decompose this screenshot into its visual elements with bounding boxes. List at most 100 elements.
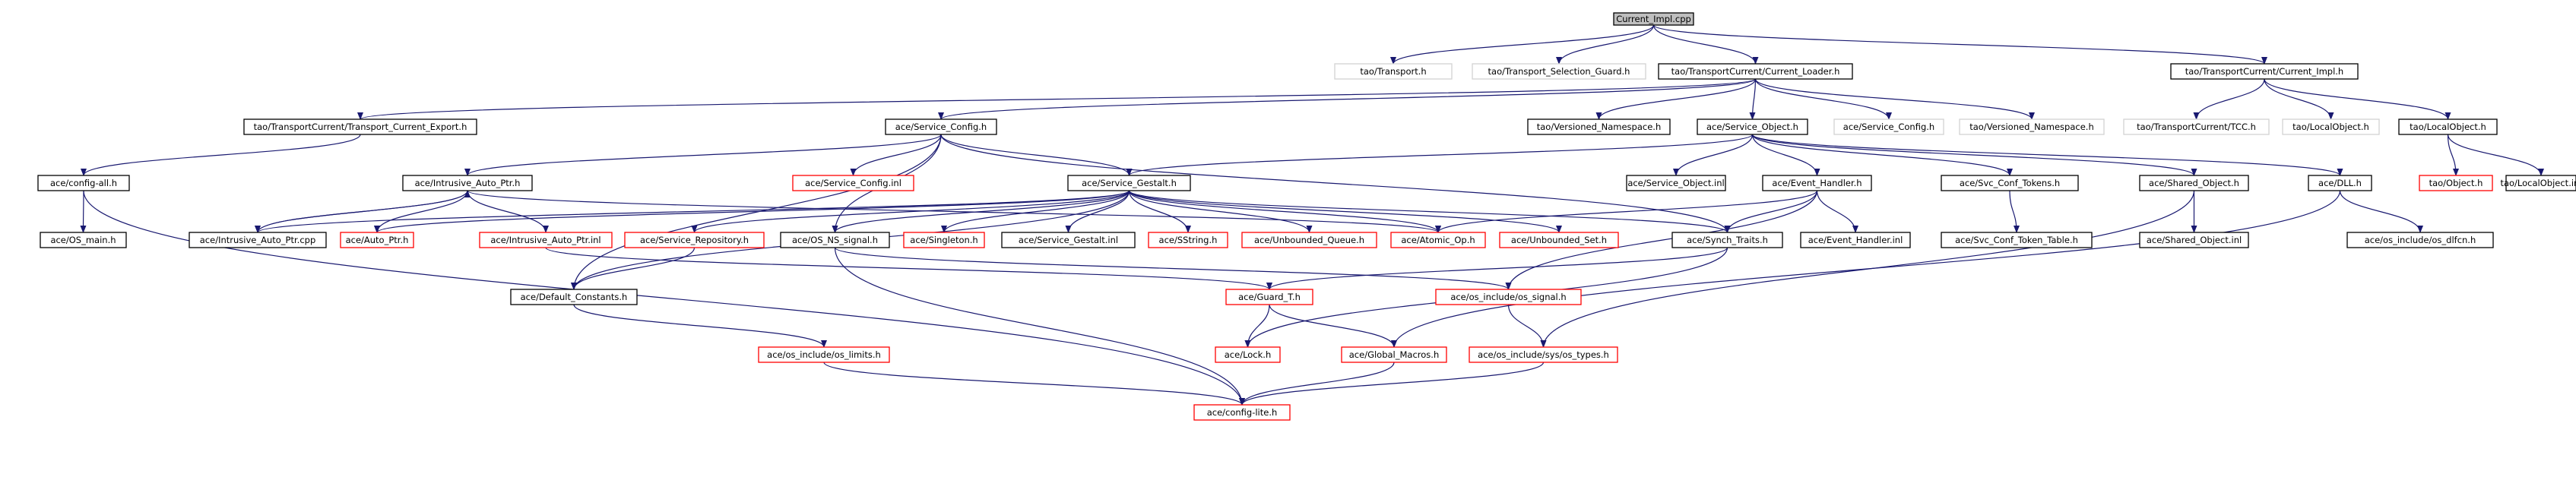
node-label: ace/OS_NS_signal.h xyxy=(792,235,878,245)
edge-n17-to-n32 xyxy=(1065,190,1130,233)
edge-n6-to-n17 xyxy=(940,134,1133,176)
node-box xyxy=(1613,12,1694,26)
node-ace-svc-conf-token-table-h[interactable]: ace/Svc_Conf_Token_Table.h xyxy=(1941,232,2093,248)
edge-n14-to-n49 xyxy=(83,190,1245,406)
edge-n0-to-n1 xyxy=(1390,24,1655,65)
edge-n15-to-n27 xyxy=(374,190,468,233)
node-label: ace/Global_Macros.h xyxy=(1349,349,1440,360)
node-ace-event-handler-h[interactable]: ace/Event_Handler.h xyxy=(1762,175,1872,191)
edge-n8-to-n18 xyxy=(1673,134,1754,176)
node-ace-unbounded-set-h[interactable]: ace/Unbounded_Set.h xyxy=(1499,232,1619,248)
node-label: ace/os_include/os_signal.h xyxy=(1450,292,1566,302)
edge-n6-to-n15 xyxy=(464,134,942,176)
node-label: ace/Intrusive_Auto_Ptr.inl xyxy=(490,235,600,245)
node-box xyxy=(1225,289,1313,305)
node-box xyxy=(1941,175,2079,191)
node-box xyxy=(402,175,533,191)
edge-n20-to-n39 xyxy=(2009,190,2020,233)
node-ace-shared-object-h[interactable]: ace/Shared_Object.h xyxy=(2139,175,2249,191)
node-ace-config-all-h[interactable]: ace/config-all.h xyxy=(37,175,130,191)
node-ace-singleton-h[interactable]: ace/Singleton.h xyxy=(903,232,985,248)
node-ace-service-object-h[interactable]: ace/Service_Object.h xyxy=(1697,118,1808,135)
node-tao-transportcurrent-current-loader-h[interactable]: tao/TransportCurrent/Current_Loader.h xyxy=(1658,63,1853,80)
node-ace-default-constants-h[interactable]: ace/Default_Constants.h xyxy=(510,289,638,305)
node-ace-os-include-os-dlfcn-h[interactable]: ace/os_include/os_dlfcn.h xyxy=(2346,232,2494,248)
node-box xyxy=(1671,232,1783,248)
node-tao-object-h[interactable]: tao/Object.h xyxy=(2419,175,2493,191)
node-ace-sstring-h[interactable]: ace/SString.h xyxy=(1148,232,1228,248)
node-ace-os-ns-signal-h[interactable]: ace/OS_NS_signal.h xyxy=(780,232,890,248)
node-tao-localobject-inl[interactable]: tao/LocalObject.inl xyxy=(2500,175,2576,191)
edge-n4-to-n11 xyxy=(2193,78,2265,120)
node-label: ace/Atomic_Op.h xyxy=(1401,235,1475,245)
edge-n8-to-n17 xyxy=(1126,134,1754,176)
node-ace-global-macros-h[interactable]: ace/Global_Macros.h xyxy=(1341,346,1447,363)
node-label: tao/Object.h xyxy=(2429,178,2483,188)
node-box xyxy=(2282,118,2380,135)
node-label: ace/OS_main.h xyxy=(50,235,116,245)
edge-n8-to-n22 xyxy=(1751,134,2343,176)
edge-n0-to-n3 xyxy=(1652,24,1759,65)
node-label: tao/LocalObject.h xyxy=(2292,122,2369,132)
node-tao-transportcurrent-transport-current-export-h[interactable]: tao/TransportCurrent/Transport_Current_E… xyxy=(243,118,477,135)
edge-n17-to-n27 xyxy=(374,190,1130,233)
edge-n3-to-n10 xyxy=(1754,78,2035,120)
node-ace-service-gestalt-inl[interactable]: ace/Service_Gestalt.inl xyxy=(1001,232,1136,248)
node-ace-unbounded-queue-h[interactable]: ace/Unbounded_Queue.h xyxy=(1241,232,1377,248)
node-ace-shared-object-inl[interactable]: ace/Shared_Object.inl xyxy=(2139,232,2249,248)
node-label: Current_Impl.cpp xyxy=(1616,14,1691,24)
node-ace-dll-h[interactable]: ace/DLL.h xyxy=(2308,175,2372,191)
node-box xyxy=(2170,63,2359,80)
node-ace-os-main-h[interactable]: ace/OS_main.h xyxy=(40,232,127,248)
node-ace-config-lite-h[interactable]: ace/config-lite.h xyxy=(1193,404,1291,421)
node-box xyxy=(1001,232,1136,248)
node-ace-lock-h[interactable]: ace/Lock.h xyxy=(1215,346,1281,363)
node-ace-service-config-h[interactable]: ace/Service_Config.h xyxy=(885,118,997,135)
node-ace-service-repository-h[interactable]: ace/Service_Repository.h xyxy=(624,232,765,248)
node-ace-intrusive-auto-ptr-cpp[interactable]: ace/Intrusive_Auto_Ptr.cpp xyxy=(189,232,327,248)
node-ace-synch-traits-h[interactable]: ace/Synch_Traits.h xyxy=(1671,232,1783,248)
node-ace-auto-ptr-h[interactable]: ace/Auto_Ptr.h xyxy=(340,232,414,248)
node-box xyxy=(1193,404,1291,421)
node-ace-intrusive-auto-ptr-h[interactable]: ace/Intrusive_Auto_Ptr.h xyxy=(402,175,533,191)
edge-n17-to-n37 xyxy=(1128,190,1731,233)
node-box xyxy=(1241,232,1377,248)
edge-n19-to-n44 xyxy=(1505,190,1818,290)
node-tao-localobject-h[interactable]: tao/LocalObject.h xyxy=(2398,118,2498,135)
node-label: ace/Event_Handler.h xyxy=(1772,178,1862,188)
node-ace-os-include-os-signal-h[interactable]: ace/os_include/os_signal.h xyxy=(1435,289,1582,305)
node-ace-guard-t-h[interactable]: ace/Guard_T.h xyxy=(1225,289,1313,305)
node-ace-svc-conf-tokens-h[interactable]: ace/Svc_Conf_Tokens.h xyxy=(1941,175,2079,191)
edge-n44-to-n48 xyxy=(1507,304,1547,348)
edges-layer xyxy=(80,24,2544,406)
edge-n4-to-n13 xyxy=(2264,78,2451,120)
edge-n22-to-n41 xyxy=(2339,190,2423,233)
node-box xyxy=(40,232,127,248)
node-box xyxy=(479,232,613,248)
node-ace-intrusive-auto-ptr-inl[interactable]: ace/Intrusive_Auto_Ptr.inl xyxy=(479,232,613,248)
node-label: tao/TransportCurrent/TCC.h xyxy=(2137,122,2256,132)
node-label: ace/Svc_Conf_Token_Table.h xyxy=(1955,235,2078,245)
node-current-impl-cpp[interactable]: Current_Impl.cpp xyxy=(1613,12,1694,26)
node-box xyxy=(1527,118,1671,135)
node-ace-os-include-sys-os-types-h[interactable]: ace/os_include/sys/os_types.h xyxy=(1469,346,1618,363)
node-label: tao/LocalObject.inl xyxy=(2500,178,2576,188)
node-ace-service-object-inl[interactable]: ace/Service_Object.inl xyxy=(1626,175,1726,191)
node-box xyxy=(1499,232,1619,248)
node-ace-service-config-h: ace/Service_Config.h xyxy=(1833,118,1944,135)
node-label: ace/Event_Handler.inl xyxy=(1808,235,1903,245)
node-ace-service-config-inl[interactable]: ace/Service_Config.inl xyxy=(792,175,914,191)
node-tao-versioned-namespace-h[interactable]: tao/Versioned_Namespace.h xyxy=(1527,118,1671,135)
node-ace-service-gestalt-h[interactable]: ace/Service_Gestalt.h xyxy=(1067,175,1191,191)
node-label: ace/Service_Gestalt.h xyxy=(1082,178,1177,188)
node-ace-event-handler-inl[interactable]: ace/Event_Handler.inl xyxy=(1800,232,1911,248)
edge-n17-to-n29 xyxy=(691,190,1130,233)
edge-n6-to-n37 xyxy=(940,134,1731,233)
node-tao-transportcurrent-current-impl-h[interactable]: tao/TransportCurrent/Current_Impl.h xyxy=(2170,63,2359,80)
node-label: ace/config-all.h xyxy=(50,178,117,188)
node-ace-os-include-os-limits-h[interactable]: ace/os_include/os_limits.h xyxy=(758,346,890,363)
node-ace-atomic-op-h[interactable]: ace/Atomic_Op.h xyxy=(1390,232,1486,248)
node-label: tao/TransportCurrent/Current_Loader.h xyxy=(1671,66,1840,77)
node-label: ace/Service_Repository.h xyxy=(640,235,749,245)
